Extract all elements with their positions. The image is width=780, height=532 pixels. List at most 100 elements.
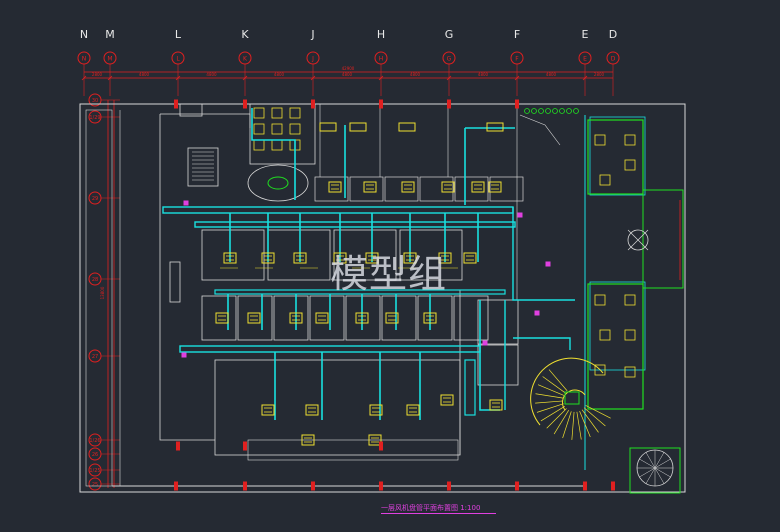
dimension-tick (582, 75, 588, 81)
column-marker (176, 441, 180, 451)
grid-axis-bubbles: NNMMLLKKJJHHGGFFEEDD301/292928271/26261/… (77, 28, 620, 491)
unit-body (403, 252, 417, 264)
unit-body (333, 252, 347, 264)
grid-column-E: EE (578, 28, 592, 65)
grid-bubble-label: 29 (92, 196, 98, 202)
hvac-duct-network (162, 108, 646, 470)
dimension-tick (107, 75, 113, 81)
lower-office-room (381, 295, 417, 341)
column-marker (379, 441, 383, 451)
fan-coil-unit (289, 312, 303, 324)
grid-column-N: NN (77, 28, 91, 65)
grid-bubble-circle (606, 51, 620, 65)
column-marker (583, 481, 587, 491)
spiral-stair-tread (581, 409, 599, 433)
equipment-room-duct-frame (589, 116, 646, 196)
dimension-tick (310, 75, 316, 81)
unit-body (215, 312, 229, 324)
upper-office-room (314, 176, 349, 202)
lower-office-room (237, 295, 273, 341)
unit-body (363, 181, 377, 193)
grid-bubble-circle (88, 349, 102, 363)
grid-column-header: H (377, 28, 385, 41)
annotation-marker (181, 352, 187, 358)
fan-coil-unit (489, 399, 503, 411)
grid-row-1/26: 1/26 (88, 433, 102, 447)
grid-bubble-label: G (447, 56, 452, 63)
middle-office-room (201, 229, 265, 281)
unit-body (301, 434, 315, 446)
spiral-stair-tread (571, 411, 575, 440)
corner-stair-tread (654, 467, 671, 478)
grid-bubble-circle (88, 93, 102, 107)
grid-column-header: J (310, 28, 314, 41)
spiral-stair-tread (579, 410, 591, 438)
grid-column-D: DD (606, 28, 620, 65)
corner-stair-tread (639, 458, 656, 469)
column-marker (243, 441, 247, 451)
main-supply-duct (162, 206, 514, 214)
grid-bubble-label: 1/26 (89, 438, 100, 444)
unit-body (423, 312, 437, 324)
unit-body (261, 252, 275, 264)
fan-coil-unit (223, 252, 237, 264)
equipment-unit (624, 294, 636, 306)
side-dimension-label: 13800 (100, 286, 105, 299)
lower-office-room (201, 295, 237, 341)
upper-office-room (419, 176, 454, 202)
north-riser-duct (251, 108, 296, 200)
restroom-block (249, 103, 316, 165)
grid-bubble-label: 28 (92, 277, 98, 283)
spiral-stair-tread (535, 393, 564, 399)
spiral-stair-tread (542, 376, 566, 394)
grid-bubble-circle (88, 447, 102, 461)
middle-office-room (333, 229, 397, 281)
annotation-marker (545, 261, 551, 267)
stair-landing (564, 391, 580, 405)
grid-bubble-label: 30 (92, 98, 98, 104)
unit-body (261, 404, 275, 416)
stairs-and-annotations (174, 99, 674, 491)
unit-body (289, 312, 303, 324)
bay-dimension-label: 4800 (274, 72, 285, 77)
unit-body (315, 312, 329, 324)
fan-coil-unit (369, 404, 383, 416)
grid-bubble-circle (88, 433, 102, 447)
fan-coil-unit (247, 312, 261, 324)
bay-dimension-label: 4800 (342, 72, 353, 77)
equipment-room-duct-frame (589, 281, 646, 371)
fan-coil-unit (261, 404, 275, 416)
fan-coil-unit (440, 394, 454, 406)
unit-body (305, 404, 319, 416)
column-marker (174, 481, 178, 491)
corner-stair-tread (654, 467, 665, 484)
unit-body (438, 252, 452, 264)
grid-bubble-circle (442, 51, 456, 65)
grid-column-G: GG (442, 28, 456, 65)
grid-bubble-circle (103, 51, 117, 65)
corridor-left (85, 109, 113, 487)
fan-coil-unit (488, 181, 502, 193)
grid-column-header: N (80, 28, 88, 41)
restroom-fixture (271, 123, 283, 135)
grid-bubble-label: F (515, 56, 519, 63)
corner-stair-tread (654, 452, 665, 469)
equipment-unit (594, 364, 606, 376)
equipment-room-north (587, 119, 644, 195)
annotation-marker (534, 310, 540, 316)
grid-bubble-label: H (379, 56, 384, 63)
fan-coil-unit (301, 434, 315, 446)
spiral-stair-tread (546, 408, 567, 429)
east-vertical-duct (464, 359, 476, 416)
overall-dimension-label: 42900 (342, 66, 355, 71)
lower-office-room (345, 295, 381, 341)
vent-diffuser (566, 108, 572, 114)
grid-bubble-label: 1/25 (89, 468, 100, 474)
equipment-unit (624, 134, 636, 146)
unit-body (328, 181, 342, 193)
bay-dimension-label: 4800 (139, 72, 150, 77)
grid-row-1/29: 1/29 (88, 110, 102, 124)
spiral-stair-tread (553, 410, 570, 435)
restroom-fixture (271, 107, 283, 119)
